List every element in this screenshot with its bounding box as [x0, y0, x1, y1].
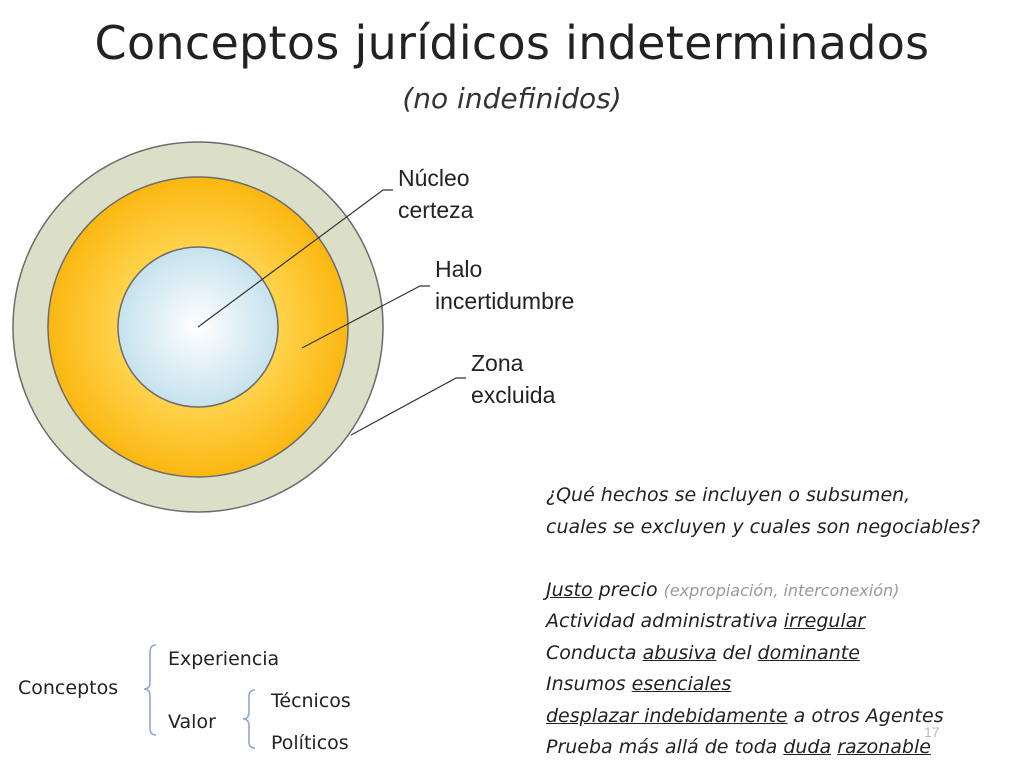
example-underlined-term: abusiva — [642, 641, 717, 664]
slide-title: Conceptos jurídicos indeterminados — [94, 16, 930, 70]
leader-line-halo — [301, 285, 430, 349]
tree-branch-valor: Valor — [168, 711, 216, 733]
question-line-2: cuales se excluyen y cuales son negociab… — [546, 515, 981, 538]
example-underlined-term: Justo — [546, 578, 593, 601]
leader-line-zona — [350, 377, 466, 436]
label-zona-line2: excluida — [471, 382, 556, 408]
label-halo-line1: Halo — [435, 256, 483, 282]
leader-line-nucleo — [197, 189, 393, 328]
tree-leaf-politicos: Políticos — [271, 732, 349, 754]
example-underlined-term: duda — [783, 736, 832, 758]
tree-root-conceptos: Conceptos — [18, 677, 119, 699]
label-zona-line1: Zona — [471, 350, 524, 376]
slide-subtitle: (no indefinidos) — [402, 82, 622, 115]
example-line-6: Prueba más allá de toda duda razonable — [546, 732, 1016, 764]
example-underlined-term: razonable — [837, 736, 931, 758]
example-line-1: Justo precio (expropiación, interconexió… — [546, 575, 1016, 607]
example-text: a otros Agentes — [787, 704, 944, 727]
example-text: Insumos — [546, 673, 632, 695]
example-text: precio — [592, 578, 664, 601]
label-nucleo: Núcleo certeza — [398, 162, 473, 226]
example-line-2: Actividad administrativa irregular — [546, 606, 1016, 638]
questions-block: ¿Qué hechos se incluyen o subsumen, cual… — [546, 480, 1016, 764]
slide-number: 17 — [924, 724, 940, 740]
question-line-1: ¿Qué hechos se incluyen o subsumen, — [546, 484, 911, 506]
example-line-3: Conducta abusiva del dominante — [546, 638, 1016, 670]
label-halo: Halo incertidumbre — [435, 253, 574, 317]
example-line-4: Insumos esenciales — [546, 669, 1016, 701]
label-zona: Zona excluida — [471, 347, 555, 411]
example-underlined-term: dominante — [757, 641, 860, 664]
tree-branch-experiencia: Experiencia — [168, 648, 280, 670]
example-underlined-term: esenciales — [631, 673, 732, 695]
example-line-5: desplazar indebidamente a otros Agentes — [546, 701, 1016, 733]
example-underlined-term: irregular — [783, 610, 866, 632]
example-text: Actividad administrativa — [546, 610, 784, 632]
example-text: del — [716, 641, 758, 664]
tree-leaf-tecnicos: Técnicos — [271, 690, 351, 712]
label-nucleo-line1: Núcleo — [398, 165, 470, 191]
example-underlined-term: desplazar indebidamente — [546, 704, 788, 727]
label-halo-line2: incertidumbre — [435, 288, 575, 314]
example-text: Prueba más allá de toda — [546, 736, 784, 758]
label-nucleo-line2: certeza — [398, 197, 474, 223]
examples-list: Justo precio (expropiación, interconexió… — [546, 575, 1016, 764]
example-text: Conducta — [546, 641, 643, 664]
example-note: (expropiación, interconexión) — [663, 580, 900, 600]
